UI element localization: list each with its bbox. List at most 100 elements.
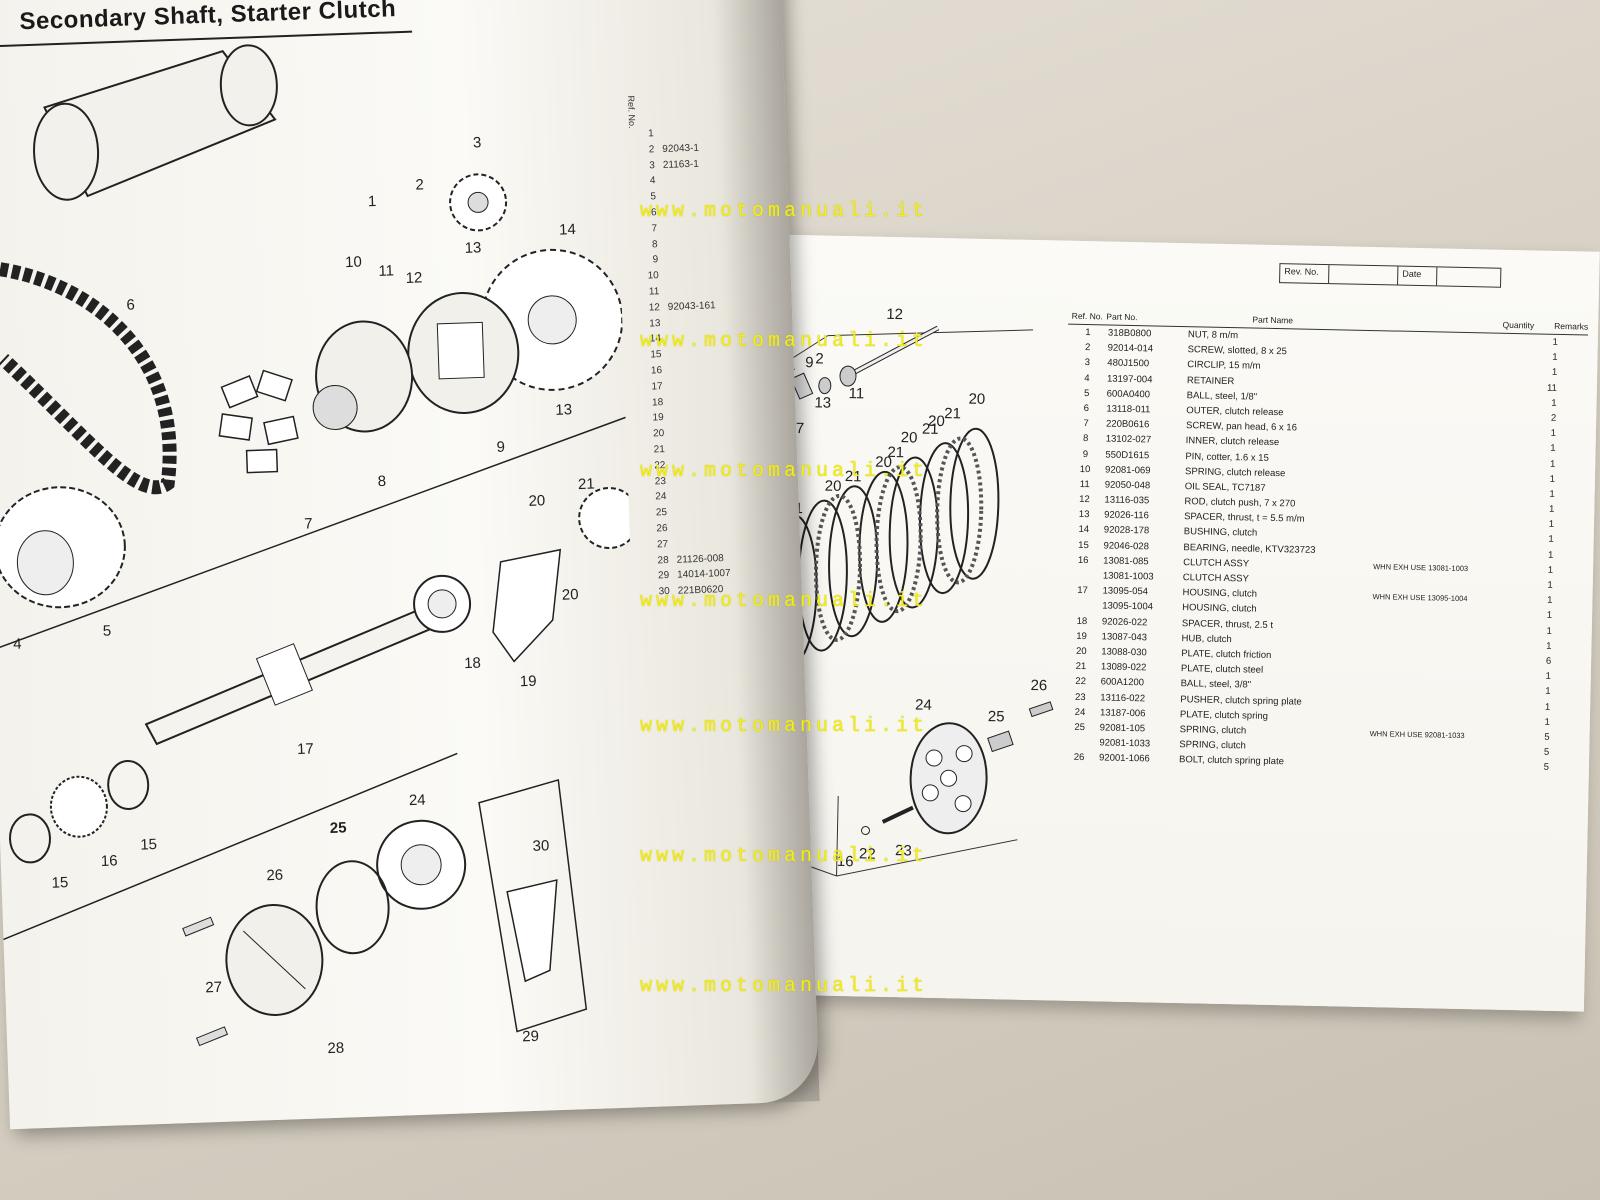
row-ref: 12: [1079, 493, 1090, 506]
callout-l-20b: 20: [562, 586, 579, 604]
row-ref: 26: [1073, 752, 1085, 764]
callout-l-6: 6: [126, 296, 135, 313]
col-part-no: Part No.: [1106, 311, 1138, 323]
row-ref: [1063, 568, 1103, 584]
callout-l-3: 3: [473, 134, 482, 151]
left-row-ref: 9: [652, 254, 659, 266]
watermark-1: www.motomanuali.it: [640, 200, 929, 223]
row-part-no: 92026-022: [1101, 615, 1148, 628]
callout-r-20e: 20: [928, 413, 945, 430]
row-quantity: 1: [1548, 549, 1554, 561]
row-part-no: 318B0800: [1107, 327, 1152, 340]
callout-r-7: 7: [796, 420, 805, 437]
callout-l-11: 11: [378, 262, 394, 280]
row-quantity: 1: [1545, 670, 1551, 682]
left-row-part-no: 92043-161: [667, 299, 716, 313]
callout-l-25: 25: [330, 819, 347, 837]
callout-r-21b: 21: [845, 468, 862, 485]
row-part-no: 92046-028: [1103, 540, 1150, 553]
callout-r-20b: 20: [825, 478, 842, 495]
col-quantity: Quantity: [1502, 319, 1535, 331]
row-quantity: 1: [1547, 579, 1553, 591]
row-quantity: 1: [1544, 716, 1551, 728]
callout-l-7: 7: [304, 515, 313, 532]
row-part-name: BOLT, clutch spring plate: [1178, 754, 1285, 768]
left-row-ref: 3: [649, 159, 656, 171]
row-part-no: 92081-1033: [1099, 737, 1151, 750]
callout-r-25: 25: [988, 708, 1005, 725]
watermark-6: www.motomanuali.it: [640, 845, 929, 868]
row-ref: 13: [1078, 509, 1090, 521]
row-quantity: 1: [1550, 427, 1557, 440]
row-part-no: 600A0400: [1106, 388, 1151, 401]
row-part-no: 92081-105: [1099, 722, 1146, 735]
rev-no-label: Rev. No.: [1280, 264, 1330, 284]
row-part-no: 13118-011: [1106, 403, 1151, 416]
row-part-no: 13102-027: [1105, 433, 1152, 446]
row-part-no: 220B0616: [1105, 418, 1150, 431]
callout-l-8: 8: [377, 473, 386, 490]
watermark-7: www.motomanuali.it: [640, 975, 929, 998]
row-ref: 8: [1082, 433, 1089, 445]
col-remarks: Remarks: [1554, 320, 1589, 332]
row-part-no: 13087-043: [1101, 631, 1148, 644]
row-ref: 21: [1075, 661, 1087, 673]
left-row-ref: 18: [651, 396, 664, 408]
row-ref: 19: [1076, 630, 1088, 642]
callout-l-20a: 20: [528, 492, 545, 510]
callout-r-21e: 21: [944, 405, 961, 422]
row-quantity: 1: [1551, 367, 1558, 379]
left-row-ref: 1: [648, 128, 654, 140]
callout-l-15a: 15: [140, 836, 157, 854]
col-part-name: Part Name: [1252, 314, 1294, 326]
row-part-no: 480J1500: [1107, 357, 1150, 370]
callout-r-20f: 20: [968, 391, 985, 408]
date-label: Date: [1398, 266, 1438, 286]
row-ref: 22: [1075, 676, 1087, 688]
row-ref: 6: [1083, 402, 1090, 415]
row-part-no: 13095-054: [1102, 585, 1149, 598]
col-ref: Ref. No.: [1071, 310, 1104, 322]
row-part-no: 13116-035: [1104, 494, 1150, 507]
row-quantity: 1: [1548, 534, 1554, 546]
left-table-header: Ref. No.: [625, 95, 638, 129]
left-row-ref: 28: [657, 554, 669, 566]
callout-r-13: 13: [814, 394, 831, 411]
left-row-part-no: 21163-1: [662, 158, 700, 171]
callout-l-13a: 13: [464, 239, 481, 257]
row-ref: 24: [1074, 706, 1086, 718]
callout-r-23: 23: [895, 842, 912, 859]
left-row-ref: 7: [651, 222, 658, 235]
left-row-ref: 8: [651, 238, 658, 250]
row-part-no: 13197-004: [1106, 373, 1153, 386]
row-ref: 16: [1077, 554, 1089, 566]
row-part-no: 92014-014: [1107, 342, 1154, 355]
left-row-ref: 16: [650, 365, 663, 377]
row-quantity: 1: [1544, 701, 1551, 713]
watermark-3: www.motomanuali.it: [640, 460, 929, 483]
row-quantity: 1: [1549, 488, 1555, 500]
row-quantity: 1: [1549, 458, 1556, 470]
callout-l-26: 26: [266, 867, 283, 885]
row-quantity: 5: [1543, 746, 1550, 758]
row-ref: 1: [1085, 327, 1091, 339]
row-quantity: 6: [1545, 655, 1552, 667]
row-ref: [1062, 598, 1102, 614]
row-quantity: 1: [1552, 351, 1558, 364]
callout-l-21: 21: [578, 476, 595, 494]
row-part-no: 92050-048: [1104, 479, 1151, 492]
left-row-ref: 11: [648, 286, 660, 298]
callout-l-5: 5: [103, 622, 112, 639]
callout-l-27: 27: [205, 979, 222, 997]
left-row-ref: 25: [655, 507, 668, 519]
watermark-4: www.motomanuali.it: [640, 590, 929, 613]
row-ref: 17: [1077, 585, 1088, 597]
row-part-no: 92026-116: [1104, 509, 1149, 522]
row-part-no: 92028-178: [1103, 524, 1150, 537]
rev-no-value: [1329, 265, 1399, 285]
row-part-no: 13081-1003: [1102, 570, 1154, 583]
callout-l-1: 1: [368, 193, 377, 210]
callout-r-21c: 21: [887, 444, 904, 461]
left-row-ref: 24: [655, 491, 667, 503]
